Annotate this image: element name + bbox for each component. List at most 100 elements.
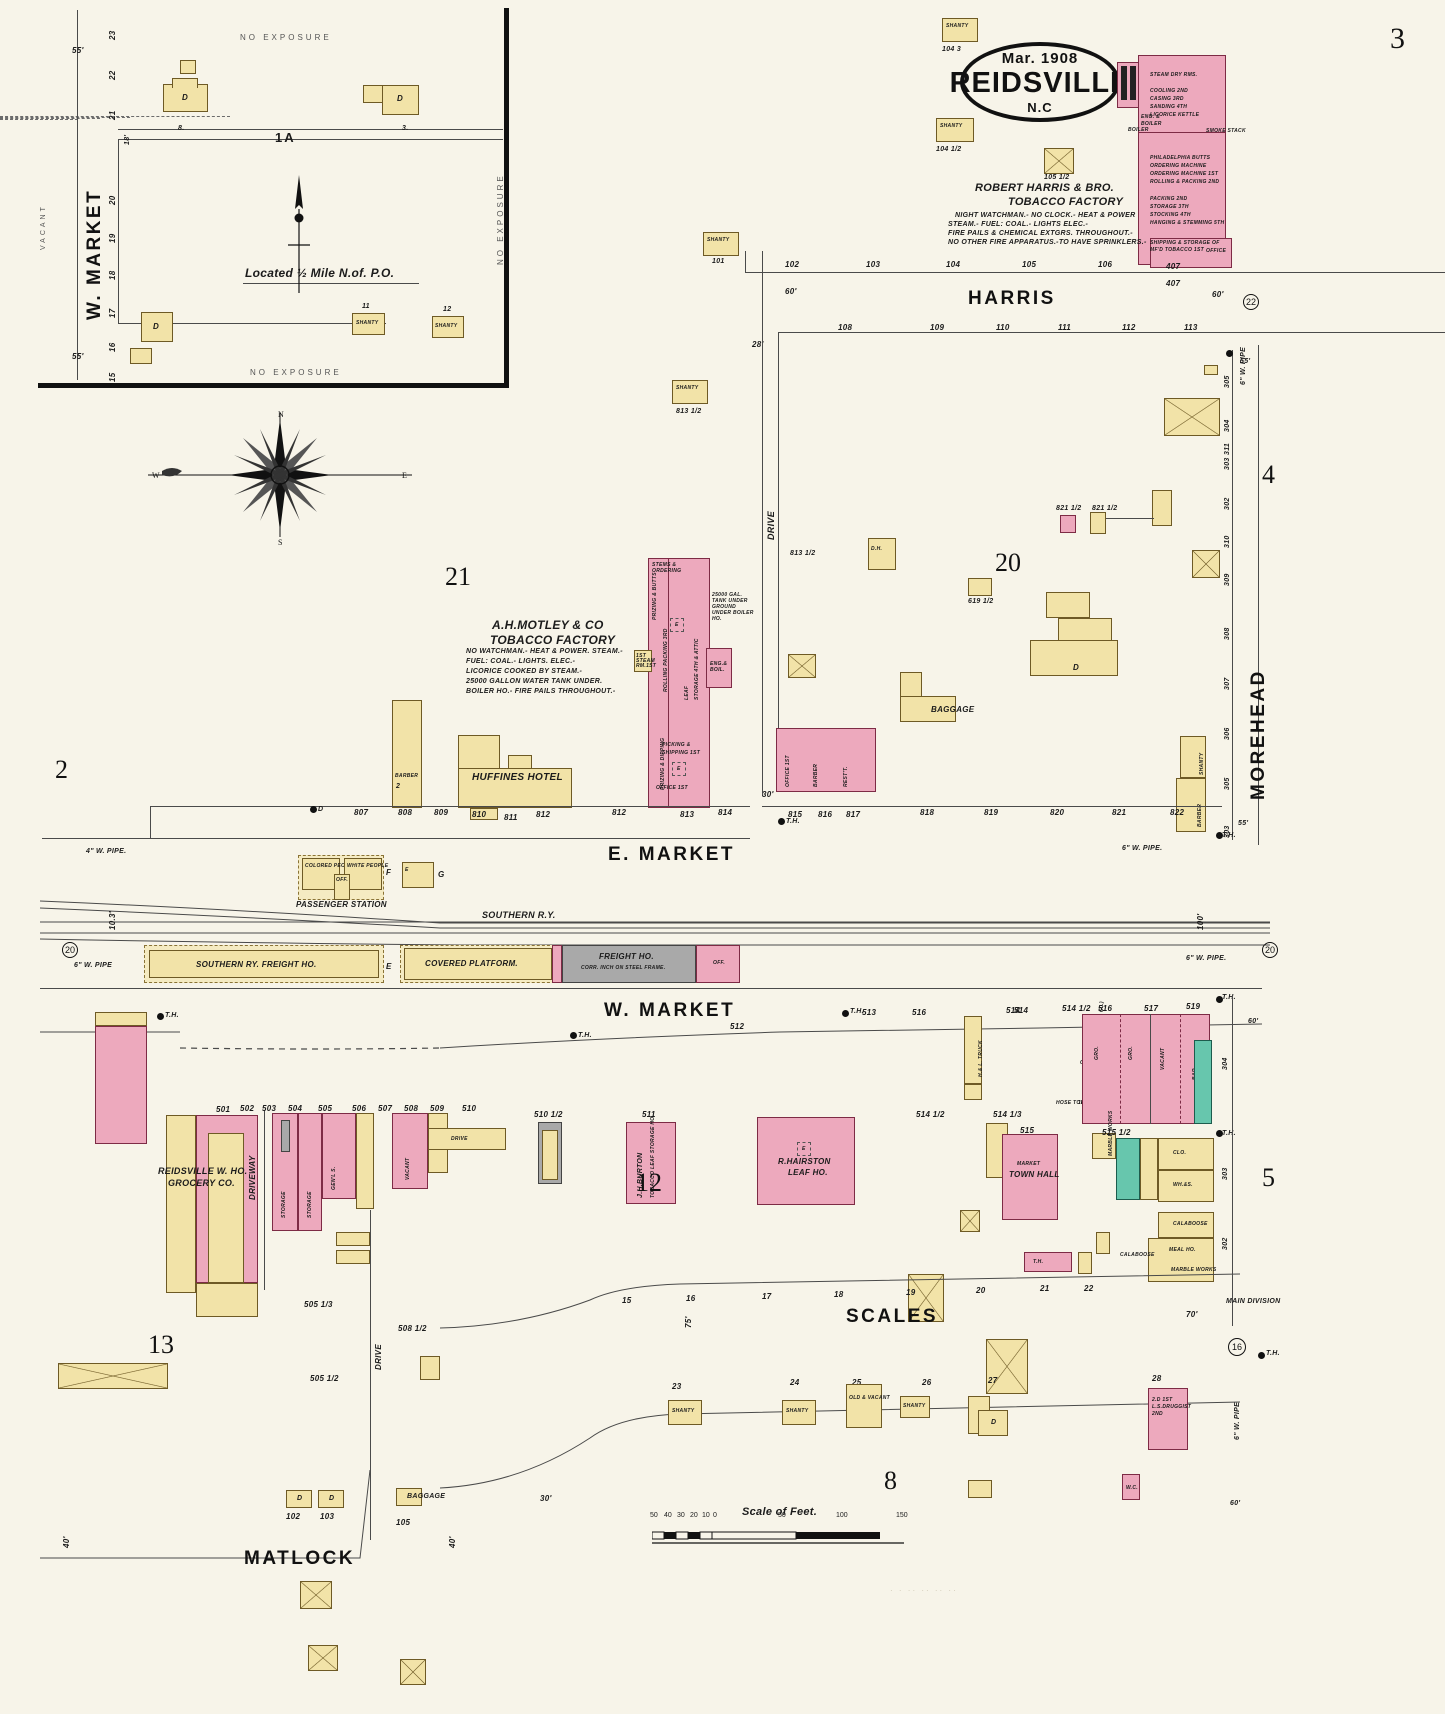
barber-shop-1: CLO. xyxy=(1158,1138,1214,1170)
th-label-lower: T.H. xyxy=(1266,1350,1280,1357)
inset-shanty-12: SHANTY xyxy=(432,316,464,338)
motley-name-1: A.H.MOTLEY & CO xyxy=(492,618,604,632)
lot-813-half-2: 813 1/2 xyxy=(790,550,816,557)
lot-515-half: 515 1/2 xyxy=(1102,1128,1131,1137)
inset-map-frame xyxy=(38,8,509,388)
harris-label-sanding: SANDING 4TH xyxy=(1150,104,1188,110)
inset-dwelling-label-2: D xyxy=(397,94,404,103)
harris-shipping-wing xyxy=(1150,238,1232,268)
inset-lot-11: 11 xyxy=(362,303,370,310)
e-market-north-line-1 xyxy=(150,806,750,807)
lot-18: 18 xyxy=(834,1290,844,1299)
grocery-interior-court xyxy=(208,1133,244,1283)
motley-elevator-marker-2: E xyxy=(672,762,686,776)
drive-label-upper: DRIVE xyxy=(766,510,776,540)
block20-bldg-d-a xyxy=(1046,592,1090,618)
harris-street-north-line xyxy=(745,272,1445,273)
w-market-south-curve xyxy=(40,1023,1262,1050)
lot-514-half: 514 1/2 xyxy=(916,1110,945,1119)
lot-517: 517 xyxy=(1144,1004,1159,1013)
lot-19: 19 xyxy=(906,1288,916,1297)
motley-label-tank: 25000 GAL. TANK UNDER GROUND UNDER BOILE… xyxy=(712,592,754,622)
lot-811: 811 xyxy=(504,813,518,822)
lot-302: 302 xyxy=(1224,497,1231,510)
lot-807: 807 xyxy=(354,808,369,817)
lot-304-b5: 304 xyxy=(1222,1057,1229,1070)
motley-label-office: OFFICE 1ST xyxy=(656,785,688,791)
lot-519: 519 xyxy=(1186,1002,1201,1011)
lot-812: 812 xyxy=(536,810,551,819)
inset-lot-20: 20 xyxy=(108,195,117,206)
freight-ho-pink-wall-left xyxy=(552,945,562,983)
marble-works: MARBLE WORKS xyxy=(1092,1110,1116,1159)
inset-building-d-3: D xyxy=(141,312,173,342)
lot-821-half-b: 821 1/2 xyxy=(1092,505,1118,512)
baggage-ref-g: G xyxy=(438,870,445,879)
shanty-b8-1: SHANTY xyxy=(668,1400,702,1425)
store-vacant-label: VACANT xyxy=(1160,1047,1166,1070)
map-title-date: Mar. 1908 xyxy=(1001,49,1079,67)
lot-508: 508 xyxy=(404,1104,419,1113)
driveway-left-line xyxy=(264,1110,265,1290)
small-yellow-2 xyxy=(1078,1252,1092,1274)
bldg-505-half xyxy=(308,1645,338,1671)
lot-821: 821 xyxy=(1112,808,1127,817)
block20-bldg-pink-1 xyxy=(1060,515,1076,533)
lot-305: 305 xyxy=(1224,375,1231,388)
lot-820: 820 xyxy=(1050,808,1065,817)
lot-510-half: 510 1/2 xyxy=(534,1110,563,1119)
reidsville-grocery-label-1: REIDSVILLE W. HO. xyxy=(158,1166,248,1176)
block20-bldg-d-c: D xyxy=(1030,640,1118,676)
e-market-north-line-2 xyxy=(42,838,750,839)
hl-truck-house: H.& L. TRUCK xyxy=(964,1016,984,1084)
grocery-south-shed xyxy=(58,1363,168,1389)
lot-109: 109 xyxy=(930,323,945,332)
store-divider-2 xyxy=(1150,1014,1151,1124)
page-number: 3 xyxy=(1390,22,1405,55)
street-label-w-market-inset: W. MARKET xyxy=(84,188,105,320)
lot-309: 309 xyxy=(1224,573,1231,586)
lot-503: 503 xyxy=(262,1104,277,1113)
freight-ho-sub-label: CORR. INCH ON STEEL FRAME. xyxy=(581,965,666,971)
lot-16: 16 xyxy=(686,1294,696,1303)
harris-label-office: OFFICE xyxy=(1206,248,1227,254)
lot-514-half-2: 514 1/2 xyxy=(1062,1004,1091,1013)
scale-caption: Scale of Feet. xyxy=(742,1506,818,1518)
street-label-scales: SCALES xyxy=(846,1306,939,1327)
width-28: 28' xyxy=(752,340,764,349)
th-dot-wm-2 xyxy=(570,1032,577,1039)
harris-note-4: NO OTHER FIRE APPARATUS.-TO HAVE SPRINKL… xyxy=(948,239,1147,246)
morehead-width-55: 55' xyxy=(1240,358,1251,365)
grocery-south-annex xyxy=(196,1283,258,1317)
southern-ry-freight-ho: SOUTHERN RY. FREIGHT HO. xyxy=(149,950,379,978)
harris-label-packing: PACKING 2ND xyxy=(1150,196,1188,202)
motley-eng-boiler: ENG.&BOIL. xyxy=(706,648,732,688)
inset-no-exposure-right: NO EXPOSURE xyxy=(496,173,505,265)
lot-1041-2: 104 1/2 xyxy=(936,146,962,153)
harris-note-3: FIRE PAILS & CHEMICAL EXTGRS. THROUGHOUT… xyxy=(948,230,1133,237)
inset-location-note: Located ½ Mile N.of. P.O. xyxy=(245,266,395,280)
th-dot-wm-3 xyxy=(842,1010,849,1017)
lot-103-m: 103 xyxy=(320,1512,335,1521)
shanty-label-1: SHANTY xyxy=(946,23,969,29)
huffines-wing-west: BARBER 2 xyxy=(392,700,422,808)
lot-407: 407 xyxy=(1166,279,1181,288)
market-label: MARKET xyxy=(1017,1161,1041,1167)
general-store-505: GEN'L S. xyxy=(322,1113,356,1199)
block20-pink-warehouse: OFFICE 1ST BARBER REST'T. xyxy=(776,728,876,792)
harris-street-south-line xyxy=(778,332,1445,333)
th-label-wm-1: T.H. xyxy=(165,1012,179,1019)
barber-shop-3: CALABOOSE xyxy=(1158,1212,1214,1238)
edge-block-number-4: 4 xyxy=(1262,460,1275,489)
southern-ry-freight-label: SOUTHERN RY. FREIGHT HO. xyxy=(196,960,317,969)
freight-ref-e: E xyxy=(386,962,392,971)
motley-name-2: TOBACCO FACTORY xyxy=(490,633,616,647)
circled-number-20-left: 20 xyxy=(62,942,78,958)
lot-103: 103 xyxy=(866,260,881,269)
inset-building-d-1-wing xyxy=(172,78,198,88)
hose-tower xyxy=(964,1084,982,1100)
lot-510: 510 xyxy=(462,1104,477,1113)
morehead-lower-west xyxy=(1232,996,1233,1326)
shanty-1041-2: SHANTY xyxy=(936,118,974,142)
harris-label-cooling: COOLING 2ND xyxy=(1150,88,1189,94)
